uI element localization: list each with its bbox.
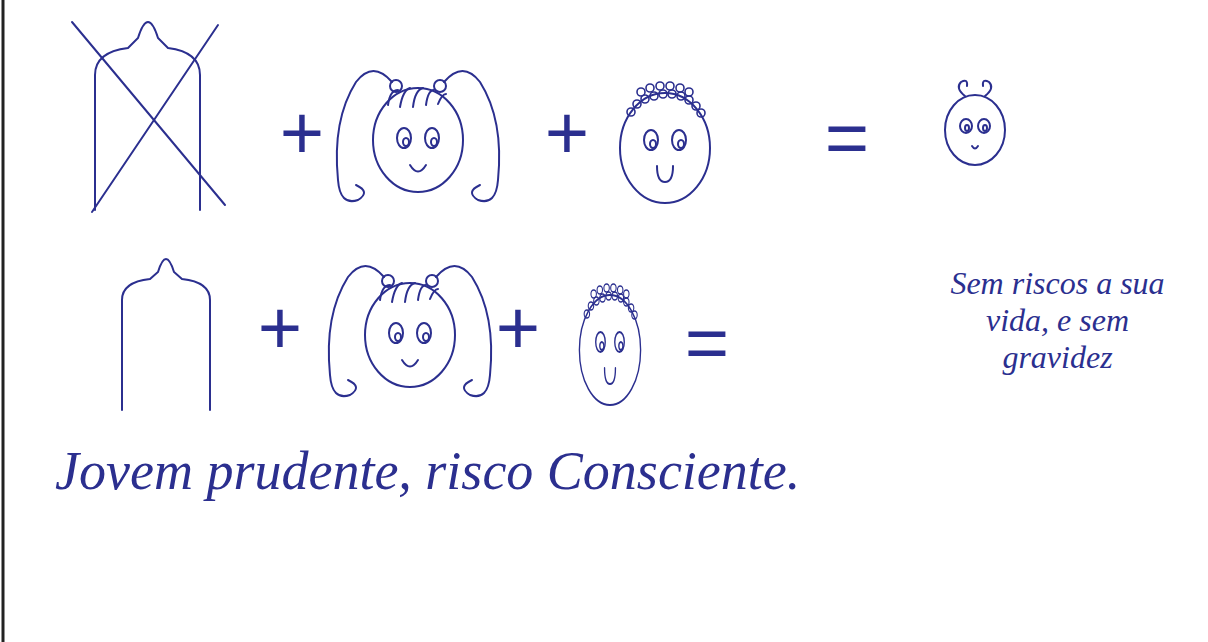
baby-face xyxy=(945,81,1005,165)
plus-sign: + xyxy=(537,95,597,171)
page-edge xyxy=(2,0,5,642)
boy-face xyxy=(620,82,710,203)
plus-sign: + xyxy=(488,290,548,366)
crossed-condom xyxy=(72,22,225,212)
condom xyxy=(122,259,210,410)
result-note: Sem riscos a sua vida, e sem gravidez xyxy=(930,265,1185,375)
equals-sign: = xyxy=(672,305,742,381)
boy-face xyxy=(579,284,640,405)
girl-face xyxy=(337,71,499,201)
girl-face xyxy=(329,266,491,396)
slogan: Jovem prudente, risco Consciente. xyxy=(55,440,1055,502)
plus-sign: + xyxy=(272,95,332,171)
equals-sign: = xyxy=(812,100,882,176)
plus-sign: + xyxy=(250,290,310,366)
